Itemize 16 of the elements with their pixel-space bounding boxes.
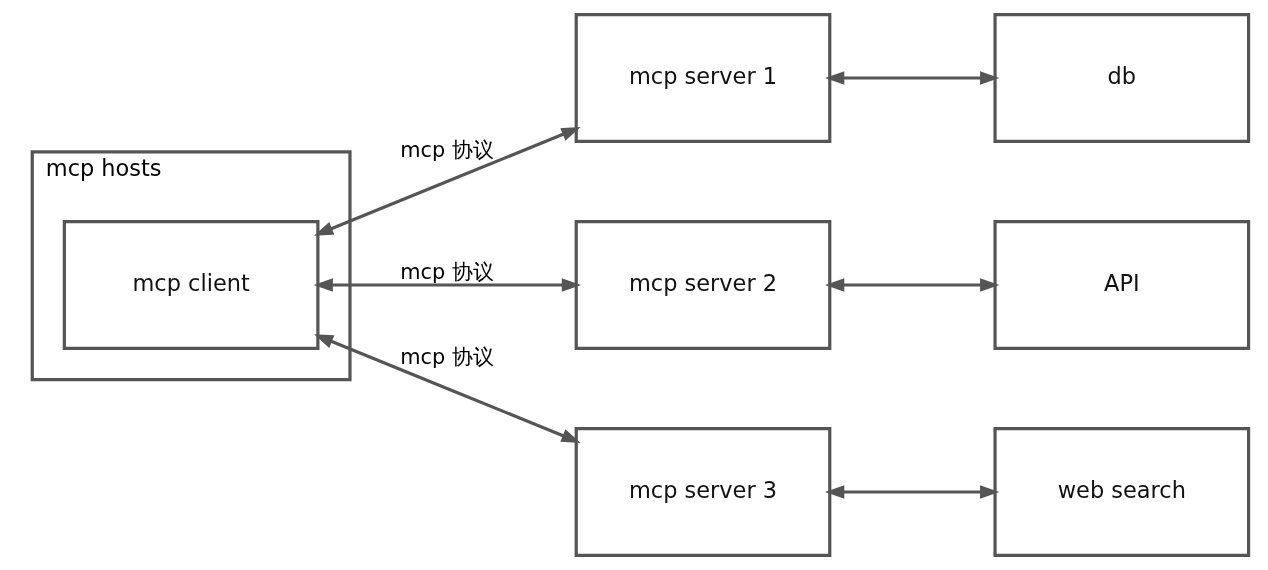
node-box: mcp server 1 (574, 13, 832, 143)
arrow (825, 278, 1000, 292)
node-box: API (993, 220, 1251, 350)
arrow (825, 71, 1000, 85)
arrow (313, 278, 582, 292)
arrow (313, 334, 581, 443)
node-box: mcp server 2 (574, 220, 832, 350)
node-box: web search (993, 427, 1251, 557)
edge-label: mcp 协议 (400, 260, 494, 285)
node-box: db (993, 13, 1251, 143)
node-box: mcp server 3 (574, 427, 832, 557)
arrow (313, 127, 581, 236)
edge-label: mcp 协议 (400, 345, 494, 370)
edge-label: mcp 协议 (400, 138, 494, 163)
node-box: mcp client (62, 220, 320, 350)
arrow (825, 485, 1000, 499)
